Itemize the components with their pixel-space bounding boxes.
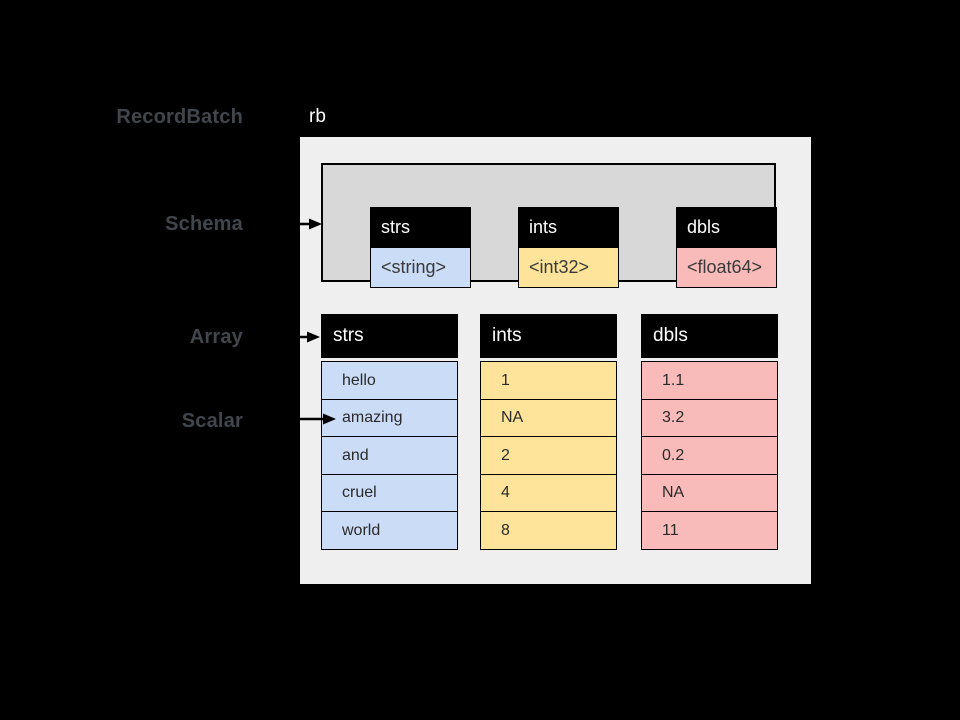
array-column-name: strs <box>321 314 458 358</box>
label-recordbatch: RecordBatch <box>116 106 243 128</box>
array-cell: 3.2 <box>641 398 778 438</box>
array-cell: 4 <box>480 473 617 513</box>
array-column-dbls: dbls 1.1 3.2 0.2 NA 11 <box>641 314 778 550</box>
array-cell: 8 <box>480 511 617 550</box>
array-cell: and <box>321 436 458 475</box>
array-rows: 1.1 3.2 0.2 NA 11 <box>641 361 778 550</box>
array-cell: 1.1 <box>641 361 778 400</box>
schema-field-type: <float64> <box>676 247 777 288</box>
schema-field-type: <int32> <box>518 247 619 288</box>
label-schema: Schema <box>165 213 243 235</box>
array-cell: NA <box>641 473 778 513</box>
schema-field-dbls: dbls <float64> <box>676 207 777 288</box>
schema-field-strs: strs <string> <box>370 207 471 288</box>
array-cell: NA <box>480 398 617 438</box>
schema-field-name: dbls <box>676 207 777 247</box>
array-column-ints: ints 1 NA 2 4 8 <box>480 314 617 550</box>
rb-variable-label: rb <box>309 106 326 127</box>
array-cell: 1 <box>480 361 617 400</box>
recordbatch-box: strs <string> ints <int32> dbls <float64… <box>300 137 811 584</box>
schema-field-ints: ints <int32> <box>518 207 619 288</box>
array-cell: amazing <box>321 398 458 438</box>
array-cell: hello <box>321 361 458 400</box>
label-array: Array <box>189 326 243 348</box>
schema-field-name: strs <box>370 207 471 247</box>
array-cell: world <box>321 511 458 550</box>
array-column-strs: strs hello amazing and cruel world <box>321 314 458 550</box>
schema-field-name: ints <box>518 207 619 247</box>
array-rows: 1 NA 2 4 8 <box>480 361 617 550</box>
array-cell: 2 <box>480 436 617 475</box>
array-column-name: dbls <box>641 314 778 358</box>
array-column-name: ints <box>480 314 617 358</box>
label-scalar: Scalar <box>181 410 243 432</box>
array-cell: 0.2 <box>641 436 778 475</box>
schema-box: strs <string> ints <int32> dbls <float64… <box>321 163 777 288</box>
array-cell: cruel <box>321 473 458 513</box>
array-rows: hello amazing and cruel world <box>321 361 458 550</box>
array-cell: 11 <box>641 511 778 550</box>
schema-field-type: <string> <box>370 247 471 288</box>
